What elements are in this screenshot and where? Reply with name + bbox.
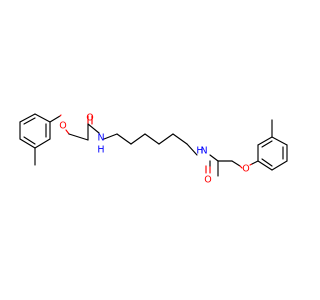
chain-bond [130, 133, 146, 145]
bond-ch2-oxygen-red [239, 165, 243, 169]
bond-oxygen-ch2 [68, 133, 89, 141]
hexyl-chain [103, 133, 198, 156]
bond-ring-oxygen-red [59, 114, 62, 117]
chain-bond [172, 133, 188, 145]
bond-oxygen-ch2-red [65, 129, 70, 135]
ring-bond [19, 113, 36, 123]
right-linker [205, 154, 259, 177]
bond-nitrogen-carbonyl [209, 154, 219, 162]
chain-bond [116, 133, 132, 145]
ring-bond [271, 160, 288, 171]
ring-double-bond [23, 136, 36, 145]
oxygen-carbonyl-right-label: O [204, 175, 211, 186]
nitrogen-amide-right-label: N [200, 146, 207, 157]
ring-double-bond [261, 140, 273, 148]
ring-double-bond [261, 158, 273, 167]
right-tolyl-ring [257, 119, 288, 171]
bond-oxygen-ring [251, 160, 259, 165]
left-linker [49, 114, 100, 141]
nitrogen-amide-left-label: N [97, 133, 104, 144]
bond-ch2-oxygen [231, 160, 241, 167]
bond-carbonyl-nitrogen [87, 123, 100, 134]
ring-bond [257, 160, 273, 171]
left-tolyl-ring [19, 113, 51, 166]
ring-bond [271, 136, 288, 146]
oxygen-carbonyl-left-label: O [86, 113, 93, 124]
chain-bond [144, 133, 160, 145]
ring-bond [34, 113, 51, 123]
molecule-canvas: O O N H N H O O [19, 112, 288, 186]
ring-bond [19, 138, 36, 149]
ring-bond [257, 136, 273, 146]
hydrogen-amide-left-label: H [97, 145, 104, 156]
molecule-structure: O O N H N H O O [19, 113, 288, 186]
chain-bond [158, 133, 174, 145]
atom-labels: O O N H N H O O [59, 113, 249, 186]
hydrogen-amide-right-label: H [196, 146, 203, 157]
oxygen-ether-left-label: O [59, 121, 66, 132]
bond-ring-oxygen [49, 115, 61, 123]
chain-bond [103, 133, 118, 140]
ring-double-bond [23, 117, 36, 125]
ring-bond [34, 138, 51, 149]
oxygen-ether-right-label: O [242, 164, 249, 175]
chain-bond [186, 143, 198, 156]
